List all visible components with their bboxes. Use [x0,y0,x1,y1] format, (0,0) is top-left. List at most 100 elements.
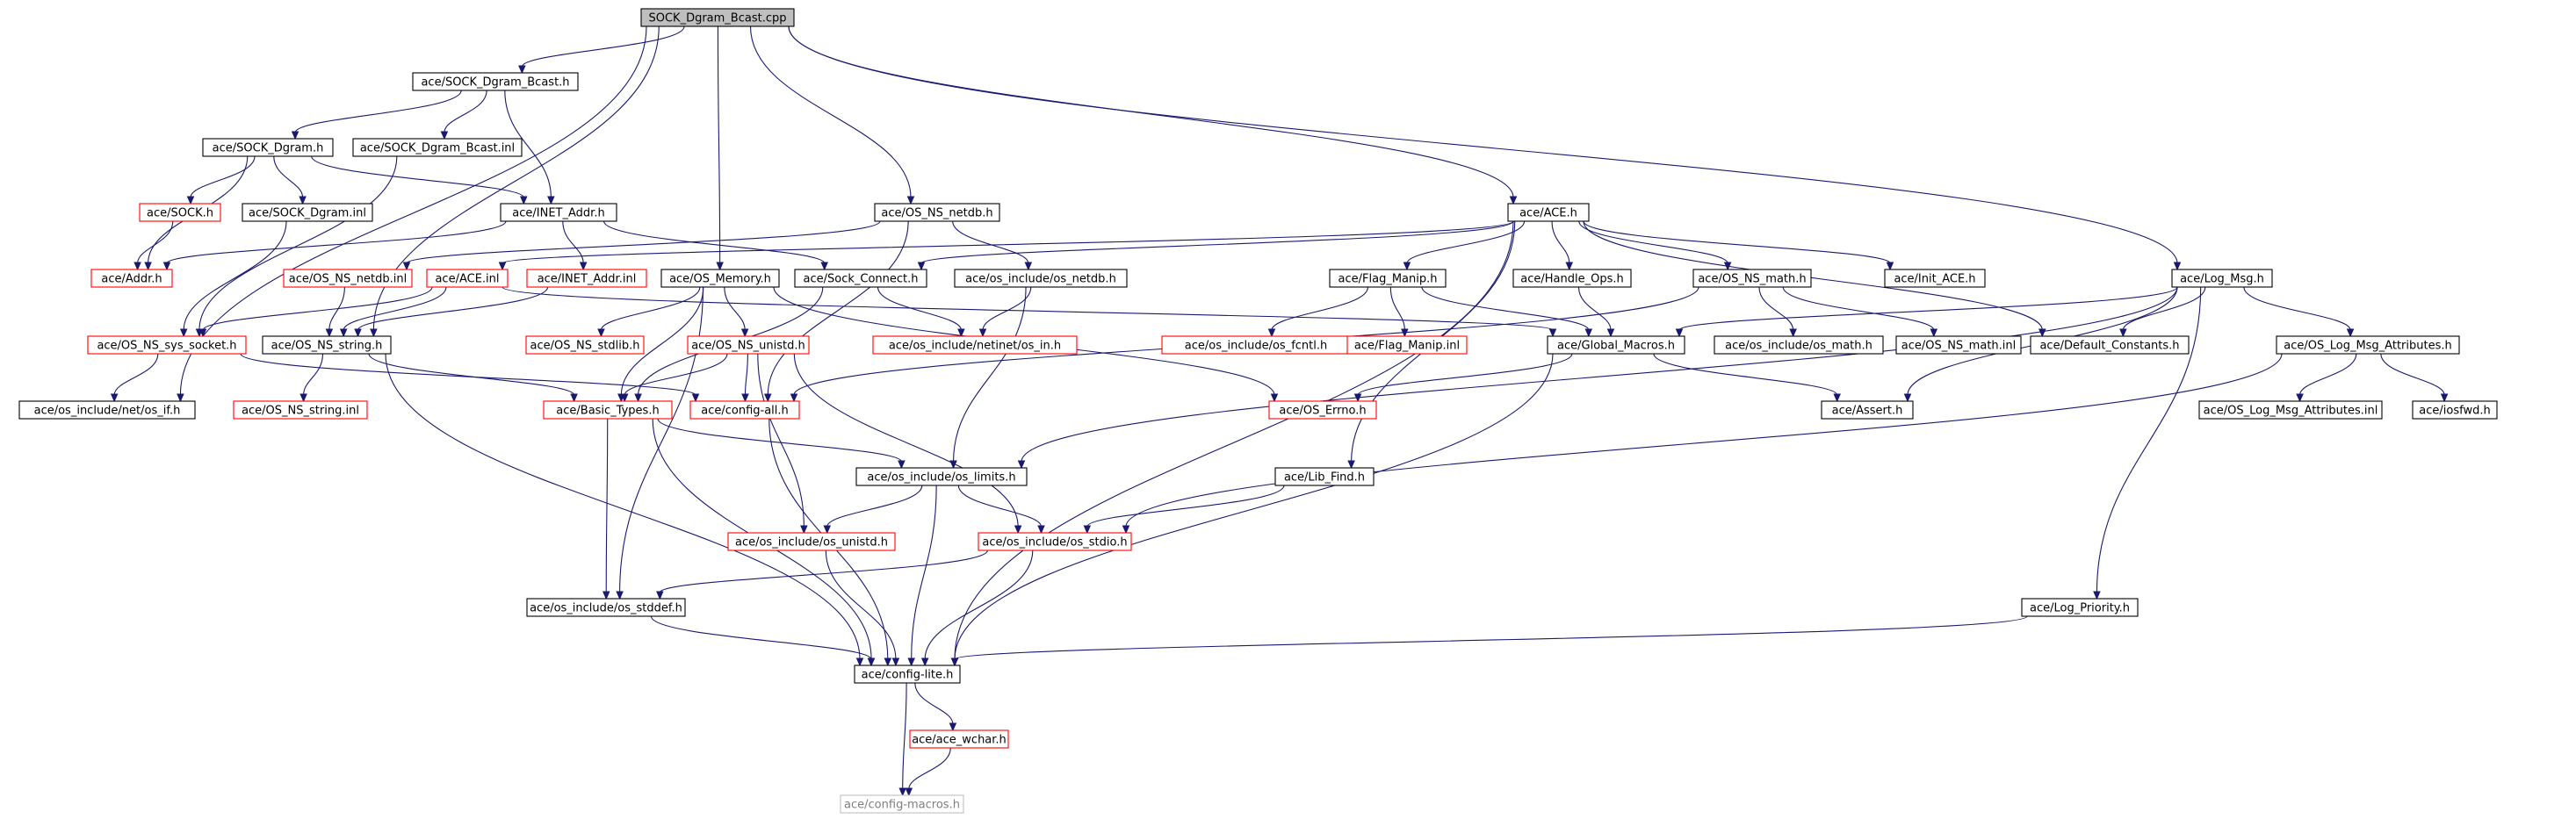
node-os-stddef[interactable]: ace/os_include/os_stddef.h [526,598,686,617]
node-log-msg-attrs-inl[interactable]: ace/OS_Log_Msg_Attributes.inl [2198,400,2383,420]
node-ace-inl[interactable]: ace/ACE.inl [426,269,509,288]
node-label: ace/ACE.h [1519,207,1577,220]
edge-os_ns_netdb_h-to-os_include_netdb [952,220,1029,264]
node-log-msg-h[interactable]: ace/Log_Msg.h [2171,269,2273,288]
node-label: ace/os_include/net/os_if.h [34,405,181,418]
node-os-ns-math-inl[interactable]: ace/OS_NS_math.inl [1895,335,2022,355]
node-log-msg-attrs-h[interactable]: ace/OS_Log_Msg_Attributes.h [2276,335,2460,355]
node-addr-h[interactable]: ace/Addr.h [90,269,173,288]
node-os-memory-h[interactable]: ace/OS_Memory.h [660,269,780,288]
node-os-ns-stdlib-h[interactable]: ace/OS_NS_stdlib.h [525,335,645,355]
arrowhead-ace_h-to-sock_connect_h [917,262,926,271]
node-os-fcntl[interactable]: ace/os_include/os_fcntl.h [1161,335,1351,355]
node-dgram-h[interactable]: ace/SOCK_Dgram.h [202,138,334,157]
node-log-priority[interactable]: ace/Log_Priority.h [2021,598,2139,617]
node-box [640,8,795,27]
node-ace-wchar[interactable]: ace/ace_wchar.h [909,729,1009,749]
node-basic-types[interactable]: ace/Basic_Types.h [543,400,673,420]
node-default-constants[interactable]: ace/Default_Constants.h [2030,335,2190,355]
node-box [840,794,964,814]
node-bcast-h[interactable]: ace/SOCK_Dgram_Bcast.h [412,72,579,91]
node-os-ns-string-h[interactable]: ace/OS_NS_string.h [262,335,392,355]
node-os-stdio[interactable]: ace/os_include/os_stdio.h [978,532,1132,551]
node-label: ace/SOCK.h [147,207,213,220]
node-flag-manip-h[interactable]: ace/Flag_Manip.h [1329,269,1447,288]
arrowhead-os_limits-to-os_stdio [1037,525,1045,535]
node-netinet-in[interactable]: ace/os_include/netinet/os_in.h [872,335,1078,355]
node-label: ace/OS_NS_netdb.inl [289,273,407,286]
node-label: ace/OS_NS_sys_socket.h [97,340,236,353]
node-os-unistd[interactable]: ace/os_include/os_unistd.h [727,532,896,551]
edge-inet_addr_h-to-inet_addr_inl [562,220,584,264]
node-sock-h[interactable]: ace/SOCK.h [139,203,221,222]
node-os-errno[interactable]: ace/OS_Errno.h [1268,400,1377,420]
node-os-ns-unistd-h[interactable]: ace/OS_NS_unistd.h [687,335,810,355]
edge-os_memory_h-to-os_ns_stdlib_h [600,286,701,331]
edge-flag_manip_h-to-global_macros [1421,286,1590,331]
node-lib-find[interactable]: ace/Lib_Find.h [1274,467,1375,486]
node-global-macros[interactable]: ace/Global_Macros.h [1547,335,1685,355]
node-inet-addr-inl[interactable]: ace/INET_Addr.inl [526,269,647,288]
node-os-ns-netdb-inl[interactable]: ace/OS_NS_netdb.inl [283,269,413,288]
node-bcast-inl[interactable]: ace/SOCK_Dgram_Bcast.inl [352,138,523,157]
node-net-if[interactable]: ace/os_include/net/os_if.h [18,400,196,420]
node-label: ace/INET_Addr.h [512,207,604,220]
arrowhead-os_memory_h-to-os_stddef [616,591,624,600]
node-label: ace/os_include/os_stddef.h [530,602,682,615]
node-box [525,335,645,355]
edge-root-to-os_memory_h [717,25,721,264]
node-label: ace/SOCK_Dgram.inl [249,207,366,220]
edge-ace_h-to-handle_ops_h [1551,220,1570,264]
node-handle-ops-h[interactable]: ace/Handle_Ops.h [1512,269,1632,288]
node-box [954,269,1128,288]
arrowhead-log_msg_h-to-log_msg_attrs_h [2346,328,2355,338]
arrowhead-root-to-net_if [177,393,184,403]
node-label: ace/os_include/os_fcntl.h [1185,340,1327,353]
edge-inet_addr_h-to-addr_h [166,220,507,264]
node-box [543,400,673,420]
arrowhead-os_ns_netdb_h-to-os_ns_netdb_inl [402,262,411,271]
node-ace-h[interactable]: ace/ACE.h [1507,203,1590,222]
node-config-lite[interactable]: ace/config-lite.h [854,665,961,684]
node-label: ace/Addr.h [101,273,162,286]
node-box [233,400,368,420]
node-os-ns-math-h[interactable]: ace/OS_NS_math.h [1692,269,1812,288]
node-init-ace-h[interactable]: ace/Init_ACE.h [1884,269,1986,288]
node-label: ace/os_include/netinet/os_in.h [889,340,1061,353]
node-os-ns-string-inl[interactable]: ace/OS_NS_string.inl [233,400,368,420]
node-sock-connect-h[interactable]: ace/Sock_Connect.h [794,269,927,288]
node-label: ace/os_include/os_limits.h [867,471,1015,485]
node-os-math[interactable]: ace/os_include/os_math.h [1714,335,1884,355]
node-os-ns-sys-socket[interactable]: ace/OS_NS_sys_socket.h [87,335,247,355]
node-box [727,532,896,551]
node-os-limits[interactable]: ace/os_include/os_limits.h [855,467,1028,486]
node-box [872,335,1078,355]
arrowhead-ace_h-to-default_constants [2038,328,2046,338]
node-os-include-netdb[interactable]: ace/os_include/os_netdb.h [954,269,1128,288]
node-box [1714,335,1884,355]
arrowhead-log_msg_h-to-log_priority [2093,591,2101,600]
node-config-macros[interactable]: ace/config-macros.h [840,794,964,814]
arrowhead-os_memory_h-to-os_ns_stdlib_h [597,328,605,338]
arrowhead-bcast_h-to-inet_addr_h [547,196,555,205]
arrowhead-config_all-to-config_lite [884,657,892,667]
node-label: ace/OS_Log_Msg_Attributes.inl [2204,405,2378,418]
node-iosfwd[interactable]: ace/iosfwd.h [2412,400,2498,420]
node-box [1274,467,1375,486]
node-dgram-inl[interactable]: ace/SOCK_Dgram.inl [242,203,373,222]
node-box [1512,269,1632,288]
edge-dgram_inl-to-os_ns_sys_socket [183,220,287,331]
node-inet-addr-h[interactable]: ace/INET_Addr.h [500,203,617,222]
arrowhead-basic_types-to-os_stddef [602,591,610,600]
node-config-all[interactable]: ace/config-all.h [689,400,800,420]
arrowhead-sock_connect_h-to-basic_types [634,393,642,403]
node-label: ace/SOCK_Dgram_Bcast.inl [360,142,515,155]
node-label: ace/ACE.inl [435,273,499,286]
node-assert-h[interactable]: ace/Assert.h [1821,400,1914,420]
node-flag-manip-inl[interactable]: ace/Flag_Manip.inl [1346,335,1468,355]
edge-os_ns_sys_socket-to-net_if [113,353,159,396]
edge-root-to-net_if [179,25,647,396]
node-label: ace/OS_NS_unistd.h [691,340,805,353]
arrowhead-os_stdio-to-os_stddef [656,591,664,600]
node-os-ns-netdb-h[interactable]: ace/OS_NS_netdb.h [874,203,1000,222]
